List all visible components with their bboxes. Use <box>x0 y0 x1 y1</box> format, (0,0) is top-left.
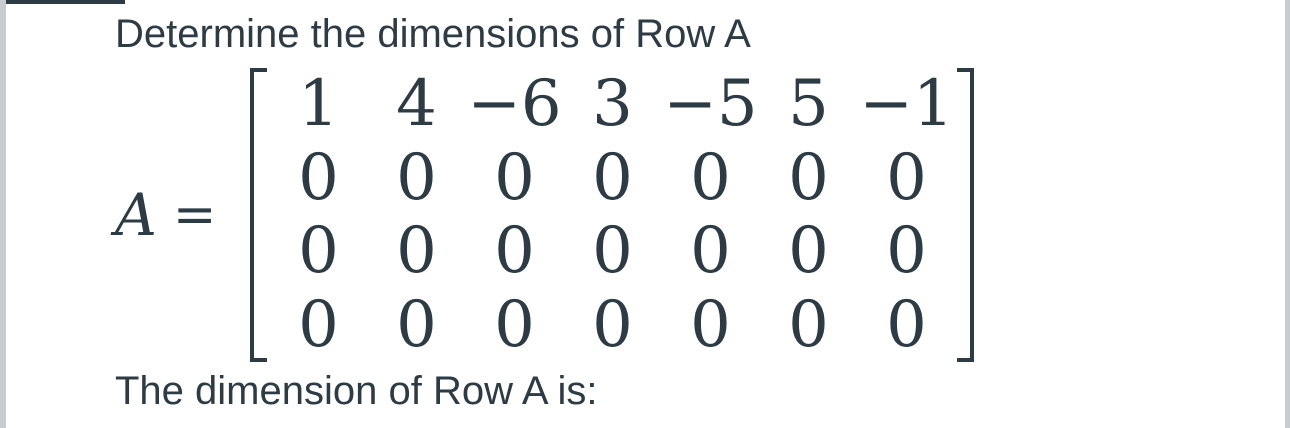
matrix-cell: 1 <box>298 67 339 142</box>
matrix-cell: 0 <box>396 140 437 215</box>
matrix-cell: 0 <box>298 287 339 362</box>
footer-prompt: The dimension of Row A is: <box>115 369 598 413</box>
matrix-cell: 0 <box>690 287 731 362</box>
matrix-cell: 0 <box>788 287 829 362</box>
matrix-cell: 0 <box>886 287 927 362</box>
matrix-cell: 0 <box>788 140 829 215</box>
matrix-cell: 5 <box>788 67 829 142</box>
question-prompt: Determine the dimensions of Row A <box>115 12 751 56</box>
matrix-cell: −6 <box>467 67 562 142</box>
matrix-grid: 1 4 −6 3 −5 5 −1 0 0 0 0 0 0 0 0 0 0 0 0… <box>267 68 957 362</box>
matrix-cell: 0 <box>592 287 633 362</box>
matrix-left-bracket <box>250 68 268 362</box>
matrix-cell: 0 <box>396 287 437 362</box>
page-right-border <box>1285 0 1290 428</box>
matrix-cell: 0 <box>494 214 535 289</box>
matrix-cell: 0 <box>494 140 535 215</box>
matrix-cell: 0 <box>788 214 829 289</box>
matrix-cell: −5 <box>663 67 758 142</box>
matrix-cell: 0 <box>592 140 633 215</box>
top-accent-bar <box>6 0 125 4</box>
matrix-cell: 0 <box>298 214 339 289</box>
equals-sign: = <box>172 185 217 245</box>
matrix-variable-label: A <box>115 181 157 249</box>
matrix-equation: A = 1 4 −6 3 −5 5 −1 0 0 0 0 0 0 0 0 0 0… <box>115 68 975 362</box>
matrix-cell: 0 <box>298 140 339 215</box>
matrix-cell: −1 <box>859 67 954 142</box>
matrix-cell: 0 <box>592 214 633 289</box>
matrix-right-bracket <box>957 68 975 362</box>
matrix-cell: 0 <box>396 214 437 289</box>
matrix-cell: 0 <box>886 140 927 215</box>
page-left-border <box>0 0 6 428</box>
matrix-cell: 4 <box>396 67 437 142</box>
matrix: 1 4 −6 3 −5 5 −1 0 0 0 0 0 0 0 0 0 0 0 0… <box>250 68 975 362</box>
matrix-cell: 0 <box>690 214 731 289</box>
matrix-cell: 0 <box>690 140 731 215</box>
matrix-cell: 3 <box>592 67 633 142</box>
matrix-cell: 0 <box>494 287 535 362</box>
matrix-cell: 0 <box>886 214 927 289</box>
